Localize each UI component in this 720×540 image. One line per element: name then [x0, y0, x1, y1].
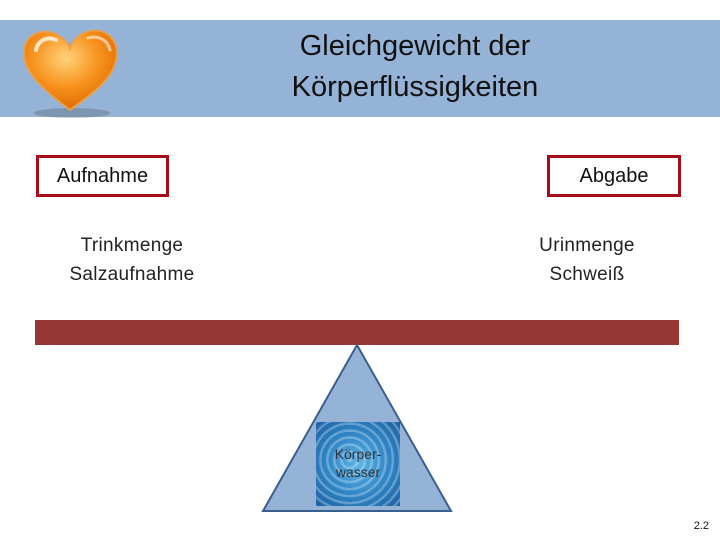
page-number: 2.2: [694, 520, 709, 532]
balance-beam: [35, 320, 679, 345]
body-water-label-line-2: wasser: [316, 463, 400, 481]
intake-item: Trinkmenge: [44, 231, 220, 260]
output-item: Urinmenge: [505, 231, 669, 260]
heart-icon: [14, 20, 126, 122]
slide-title-line-1: Gleichgewicht der: [210, 26, 620, 67]
output-list: Urinmenge Schweiß: [505, 231, 669, 289]
body-water-label: Körper- wasser: [316, 445, 400, 481]
output-item: Schweiß: [505, 260, 669, 289]
slide-title: Gleichgewicht der Körperflüssigkeiten: [210, 26, 620, 108]
slide-title-line-2: Körperflüssigkeiten: [210, 67, 620, 108]
body-water-label-line-1: Körper-: [316, 445, 400, 463]
intake-list: Trinkmenge Salzaufnahme: [44, 231, 220, 289]
intake-item: Salzaufnahme: [44, 260, 220, 289]
output-label-box: Abgabe: [547, 155, 681, 197]
intake-label-box: Aufnahme: [36, 155, 169, 197]
